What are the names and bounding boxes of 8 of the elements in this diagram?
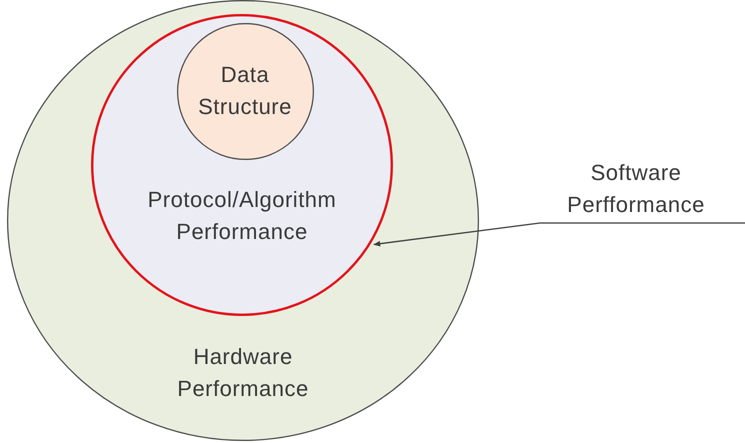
circle-label: Protocol/Algorithm Performance — [148, 187, 336, 244]
callout-text: Software Perfformance — [567, 160, 705, 217]
leader-arrow — [373, 222, 745, 246]
circle-label: Hardware Performance — [177, 344, 309, 401]
circle-label: Data Structure — [198, 62, 292, 119]
small-circle — [177, 23, 314, 160]
outer-circle — [7, 0, 479, 441]
inner-circle — [91, 14, 393, 316]
